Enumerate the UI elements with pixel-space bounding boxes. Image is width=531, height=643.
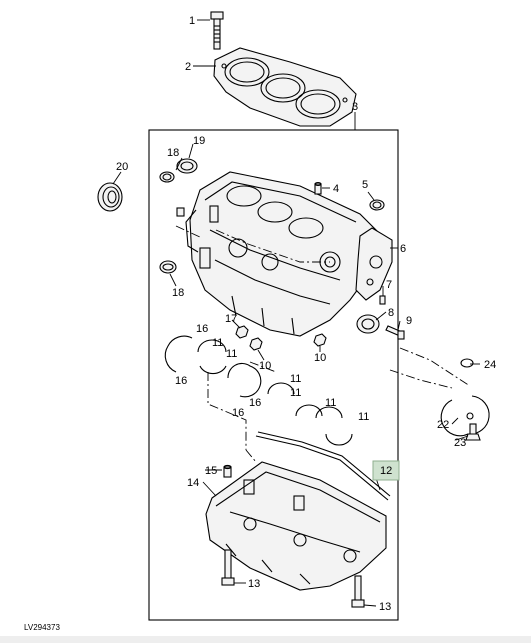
callout-11-e[interactable]: 11	[325, 397, 336, 409]
callout-4[interactable]: 4	[333, 183, 339, 195]
head-bolt[interactable]	[210, 11, 224, 50]
callout-11-b[interactable]: 11	[226, 348, 237, 360]
nut-17[interactable]	[235, 325, 249, 339]
callout-11-c[interactable]: 11	[290, 373, 301, 385]
callout-16-b[interactable]: 16	[175, 375, 187, 387]
figure-reference-code: LV294373	[24, 623, 60, 632]
callout-24[interactable]: 24	[484, 359, 496, 371]
callout-1[interactable]: 1	[189, 15, 195, 27]
bearing-shell-pair-1[interactable]	[197, 339, 227, 375]
small-fitting[interactable]	[176, 207, 185, 217]
idler-assembly[interactable]	[356, 314, 380, 334]
lower-bolt-left[interactable]	[221, 549, 235, 586]
expansion-plug[interactable]	[369, 199, 385, 211]
fitting-7[interactable]	[379, 295, 386, 305]
cylinder-block[interactable]	[185, 171, 379, 337]
callout-3[interactable]: 3	[352, 101, 358, 113]
dowel-pin[interactable]	[314, 181, 322, 195]
bottom-strip	[0, 636, 531, 643]
assembly-centerlines	[175, 225, 471, 463]
callout-16-c[interactable]: 16	[249, 397, 261, 409]
bearing-shell-pair-2[interactable]	[267, 382, 323, 417]
callout-8[interactable]: 8	[388, 307, 394, 319]
thrust-washer-left[interactable]	[164, 335, 193, 373]
callout-6[interactable]: 6	[400, 243, 406, 255]
callout-7[interactable]: 7	[386, 279, 392, 291]
callout-11-a[interactable]: 11	[212, 337, 223, 349]
lower-crankcase[interactable]	[205, 461, 387, 591]
callout-20[interactable]: 20	[116, 161, 128, 173]
callout-9[interactable]: 9	[406, 315, 412, 327]
callout-17[interactable]: 17	[225, 313, 237, 325]
assembly-frame	[148, 129, 399, 621]
dowel-pin-15[interactable]	[223, 464, 232, 478]
bearing-shell-pair-3[interactable]	[315, 406, 353, 446]
callout-18-lower[interactable]: 18	[172, 287, 184, 299]
dipstick-rod[interactable]	[255, 431, 391, 501]
callout-labels: 1 2 3 4 5 6 7 8 9 10 10 11 11 11 11 11 1…	[116, 15, 496, 613]
nut-10-right[interactable]	[313, 333, 327, 347]
crankshaft-seal[interactable]	[97, 182, 123, 212]
bolt-23[interactable]	[465, 423, 481, 441]
callout-15[interactable]: 15	[205, 465, 217, 477]
callout-14[interactable]: 14	[187, 477, 199, 489]
core-plug-upper[interactable]	[159, 171, 175, 183]
head-gasket[interactable]	[213, 47, 357, 127]
callout-11-d[interactable]: 11	[290, 387, 301, 399]
callout-10-left[interactable]: 10	[259, 360, 271, 372]
callout-11-f[interactable]: 11	[358, 411, 369, 423]
callout-13-right[interactable]: 13	[379, 601, 391, 613]
callout-16-a[interactable]: 16	[196, 323, 208, 335]
callout-16-d[interactable]: 16	[232, 407, 244, 419]
callout-23[interactable]: 23	[454, 437, 466, 449]
callout-12[interactable]: 12	[380, 465, 392, 477]
callout-13-left[interactable]: 13	[248, 578, 260, 590]
lower-bolt-right[interactable]	[351, 575, 365, 608]
callout-10-right[interactable]: 10	[314, 352, 326, 364]
callout-12-highlight	[372, 460, 400, 481]
core-plug-lower[interactable]	[159, 260, 177, 274]
side-cover-plate[interactable]	[355, 227, 393, 301]
callout-19[interactable]: 19	[193, 135, 205, 147]
thrust-washer-right[interactable]	[227, 362, 262, 398]
o-ring[interactable]	[460, 358, 474, 368]
nut-10-left[interactable]	[249, 337, 263, 351]
callout-18-upper[interactable]: 18	[167, 147, 179, 159]
callout-5[interactable]: 5	[362, 179, 368, 191]
callout-2[interactable]: 2	[185, 61, 191, 73]
plug-19[interactable]	[176, 158, 198, 174]
bolt-9[interactable]	[385, 325, 405, 340]
callout-22[interactable]: 22	[437, 419, 449, 431]
